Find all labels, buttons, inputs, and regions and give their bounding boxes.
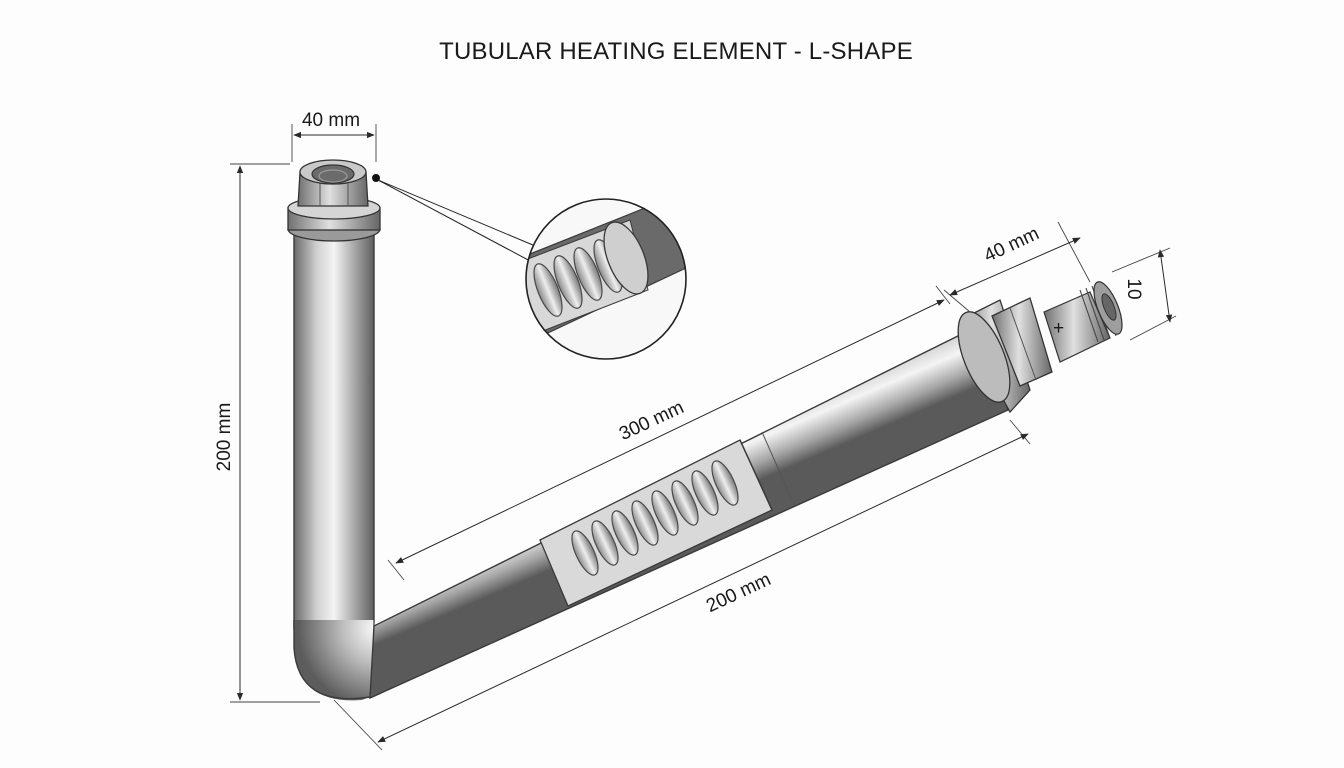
dim-top-width-label: 40 mm	[302, 110, 360, 131]
dim-bottom-length-label: 200 mm	[703, 569, 774, 617]
dim-terminal-diameter-label: 10	[1123, 278, 1144, 299]
terminal-fitting	[957, 281, 1123, 414]
dim-top-width	[291, 124, 377, 162]
dim-terminal-length-label: 40 mm	[981, 223, 1043, 267]
terminal-polarity-label: +	[1053, 318, 1064, 339]
dim-long-leg-label: 300 mm	[616, 397, 687, 445]
top-fitting-nut	[287, 159, 381, 242]
detail-callout	[372, 174, 687, 360]
dim-terminal-length	[943, 221, 1091, 313]
dim-vertical-height-label: 200 mm	[214, 403, 235, 472]
vertical-tube-leg	[293, 227, 375, 629]
dim-terminal-diameter	[1111, 247, 1177, 341]
diagram-title: TUBULAR HEATING ELEMENT - L-SHAPE	[439, 38, 913, 65]
dim-bottom-length	[333, 419, 1031, 751]
dim-vertical-height	[230, 163, 320, 703]
